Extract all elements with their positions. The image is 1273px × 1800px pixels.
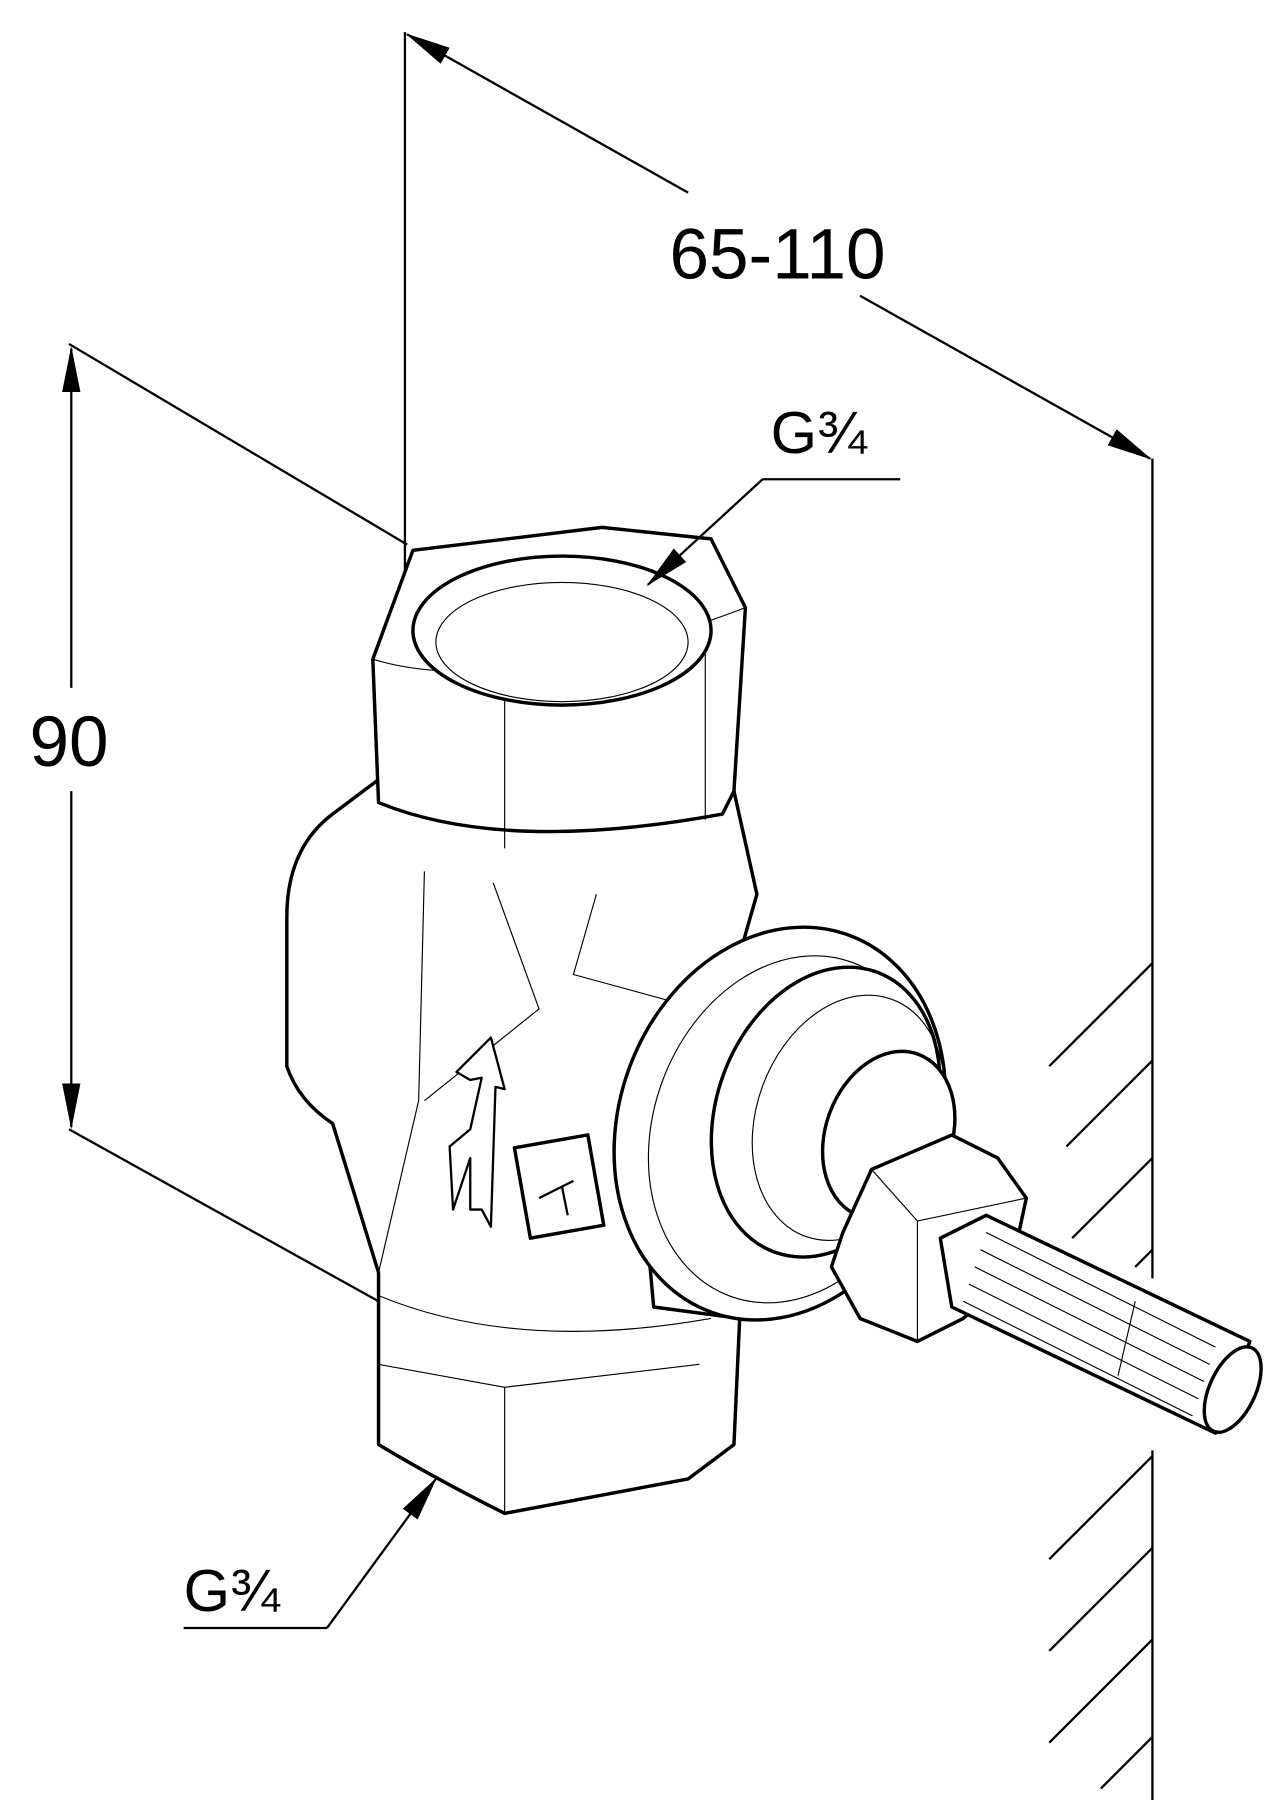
height-dimension: 90 <box>29 342 408 1303</box>
wall-hatching <box>1048 962 1154 1800</box>
thread-callout-bottom: G¾ <box>183 1477 438 1630</box>
dimension-depth-label: 65-110 <box>669 216 885 295</box>
thread-top-label: G¾ <box>771 399 868 466</box>
spindle <box>938 1213 1263 1435</box>
dimension-height-label: 90 <box>29 703 108 782</box>
depth-dimension: 65-110 <box>403 32 1154 1279</box>
thread-callout-top: G¾ <box>646 399 901 587</box>
thread-bottom-label: G¾ <box>184 1557 281 1624</box>
top-hex-nut <box>371 525 748 849</box>
flow-direction-arrow <box>448 1036 606 1240</box>
